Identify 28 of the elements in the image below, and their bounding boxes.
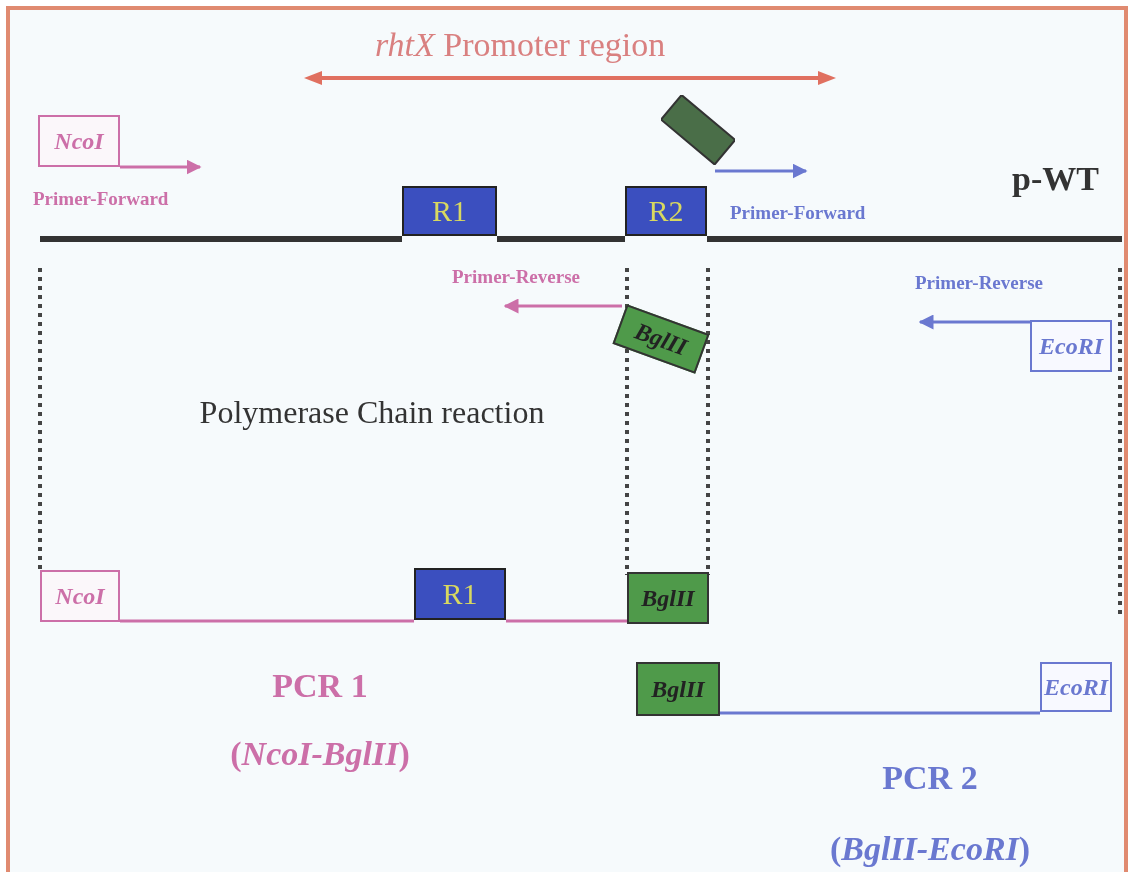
product-label: PCR 2 [881, 758, 979, 798]
product-label: (BglII-EcoRI) [828, 829, 1032, 869]
dna-strand [506, 619, 627, 623]
region-box: R2 [625, 186, 707, 236]
dna-strand [497, 236, 625, 242]
primer-label: Primer-Forward [33, 188, 169, 210]
primer-label: Primer-Reverse [915, 272, 1043, 294]
region-box: R1 [414, 568, 506, 620]
primer-label: Primer-Forward [730, 202, 866, 224]
primer-arrow [503, 298, 622, 314]
primer-arrow [715, 163, 808, 179]
restriction-site-box: BglII [627, 572, 709, 624]
primer-arrow [120, 159, 202, 175]
restriction-site-box: NcoI [38, 115, 120, 167]
region-box: R1 [402, 186, 497, 236]
dna-strand [720, 711, 1040, 715]
title: rhtX Promoter region [375, 26, 666, 64]
restriction-site-box: EcoRI [1030, 320, 1112, 372]
product-label: (NcoI-BglII) [229, 734, 411, 774]
dna-strand [120, 619, 414, 623]
product-label: PCR 1 [271, 666, 369, 706]
restriction-site-box: NcoI [40, 570, 120, 622]
restriction-site-box: EcoRI [1040, 662, 1112, 712]
restriction-site-box: BglII [636, 662, 720, 716]
primer-arrow [918, 314, 1030, 330]
process-label: Polymerase Chain reaction [198, 393, 546, 432]
plasmid-label: p-WT [1012, 160, 1099, 198]
primer-label: Primer-Reverse [452, 266, 580, 288]
